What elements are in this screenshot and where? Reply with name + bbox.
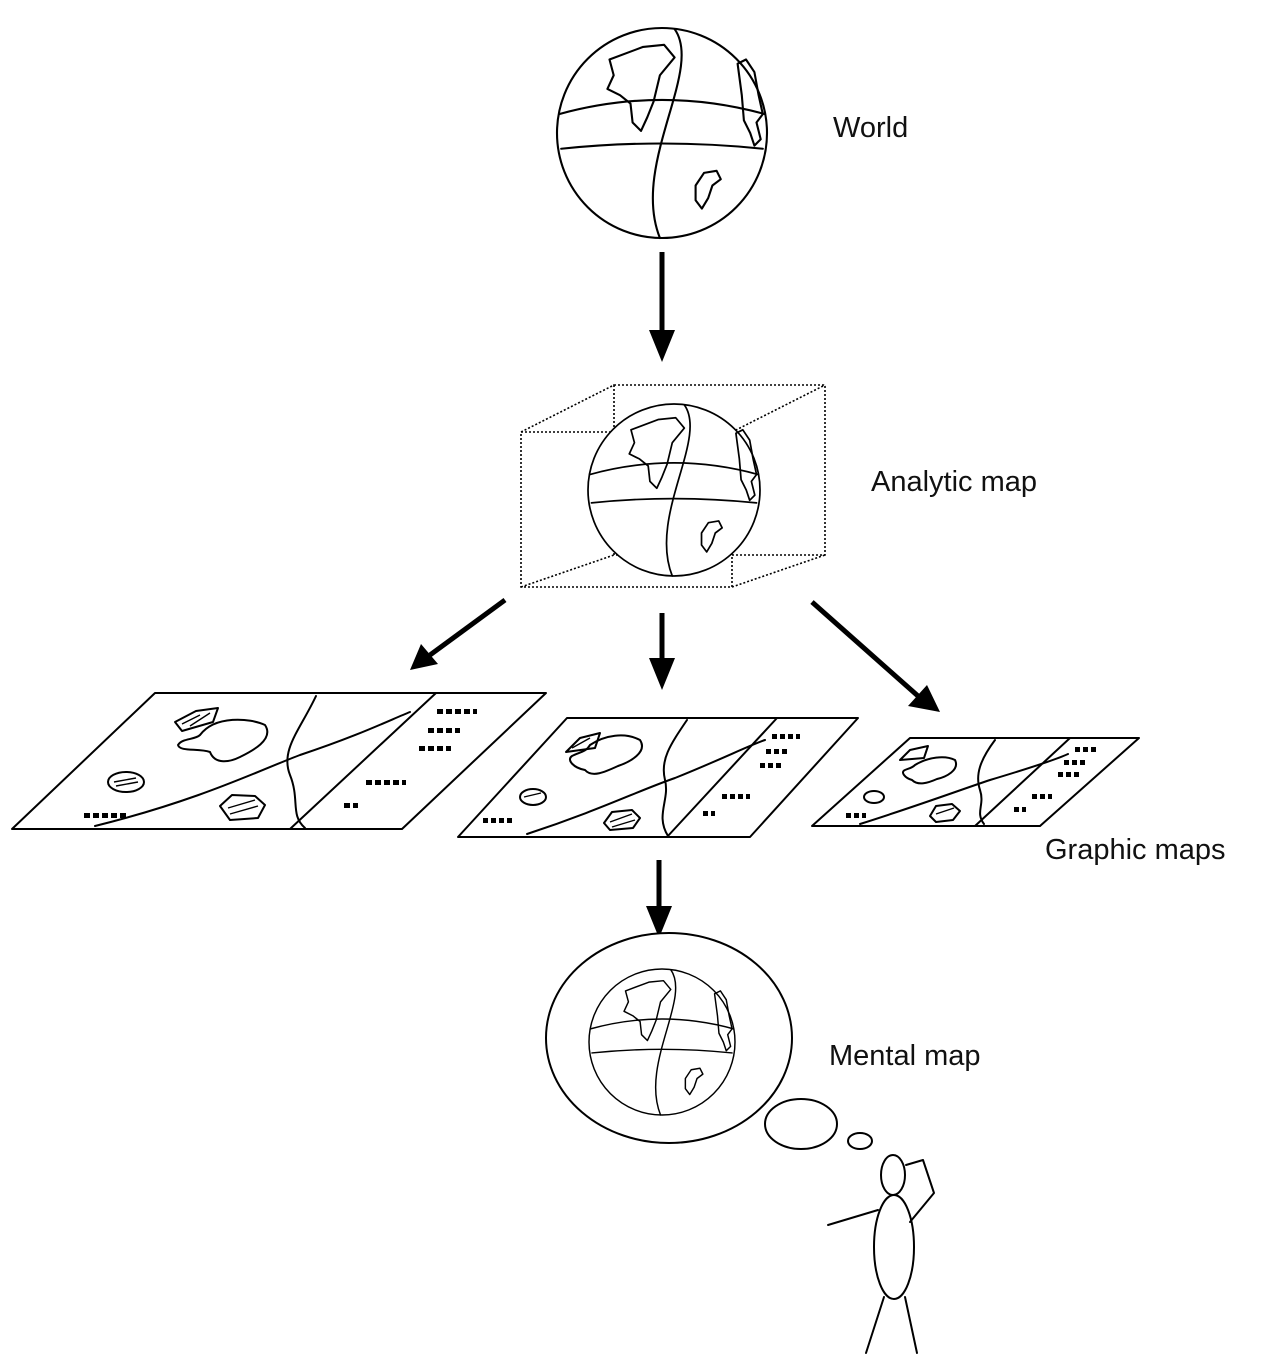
mental-map-thought-bubble [546, 933, 872, 1149]
label-analytic-map: Analytic map [871, 466, 1037, 499]
label-world: World [833, 112, 908, 145]
graphic-map-large-icon [12, 693, 546, 829]
label-graphic-maps: Graphic maps [1045, 834, 1226, 867]
label-mental-map: Mental map [829, 1040, 981, 1073]
arrow-world-to-analytic [649, 252, 675, 362]
arrow-analytic-to-map-left [410, 600, 505, 670]
mental-globe-icon [589, 969, 735, 1115]
person-figure-icon [828, 1155, 934, 1353]
analytic-globe-icon [588, 404, 760, 576]
graphic-map-small-icon [812, 738, 1139, 826]
arrow-graphic-to-mental [646, 860, 672, 938]
world-globe-icon [557, 28, 767, 238]
graphic-map-medium-icon [458, 718, 858, 837]
analytic-map-cube-icon [521, 385, 825, 587]
arrow-analytic-to-map-right [812, 602, 940, 712]
arrow-analytic-to-map-center [649, 613, 675, 690]
